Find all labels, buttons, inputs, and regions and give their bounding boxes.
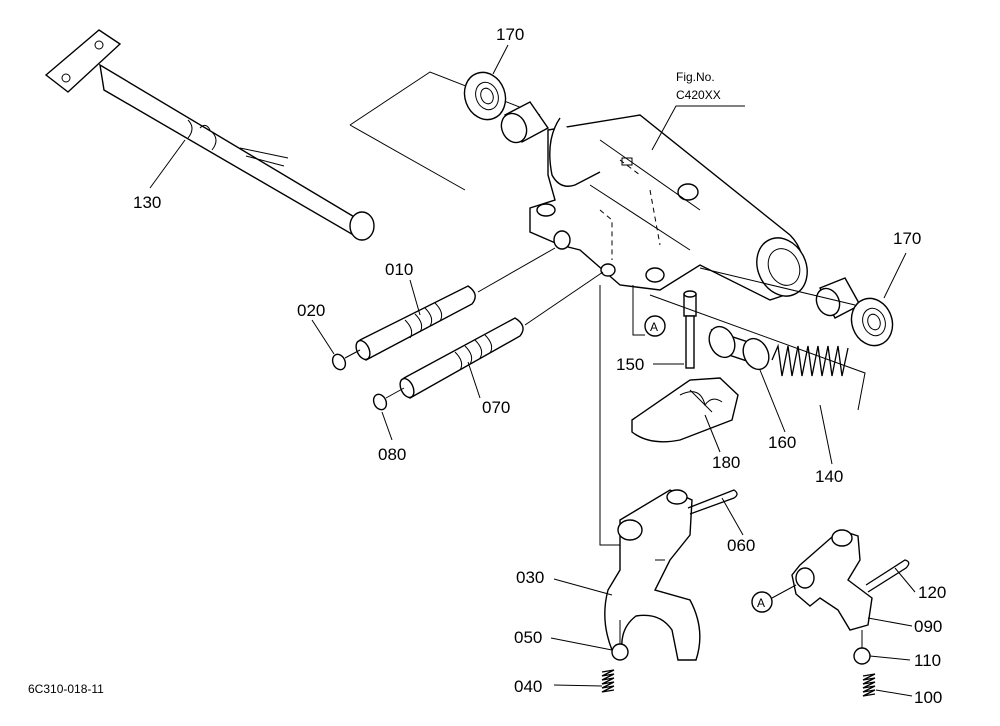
- reference-circle-a-upper: A: [644, 315, 666, 337]
- leader-110: [869, 655, 911, 661]
- axis-080: [385, 387, 405, 399]
- collar-160: [708, 325, 770, 371]
- leader-140: [819, 404, 833, 465]
- shifter-090: [791, 529, 873, 631]
- ball-050: [611, 643, 629, 661]
- callout-110: 110: [914, 651, 941, 670]
- rod-070: [399, 317, 524, 399]
- callout-170-upper: 170: [496, 25, 524, 44]
- callout-170-lower: 170: [893, 229, 921, 248]
- callout-020: 020: [297, 301, 325, 320]
- axis-020: [344, 349, 361, 359]
- axis-spring: [649, 294, 866, 411]
- leader-020: [311, 319, 335, 355]
- callout-060: 060: [727, 536, 755, 555]
- shaft-130-drawing: [44, 29, 375, 241]
- o-ring-020: [331, 353, 347, 371]
- assembly-outline-left: [349, 124, 466, 191]
- rod-010: [355, 285, 476, 361]
- callout-030: 030: [516, 568, 544, 587]
- leader-060: [721, 497, 744, 536]
- lock-plate-180: [631, 377, 739, 443]
- reference-circle-a-lower: A: [751, 591, 773, 613]
- callout-140: 140: [815, 467, 843, 486]
- bushing-upper: [500, 101, 550, 144]
- leader-050: [550, 637, 613, 651]
- leader-180: [704, 414, 721, 453]
- cotter-pin-060: [687, 489, 738, 515]
- spring-140: [771, 343, 849, 377]
- reference-line-fork: [599, 285, 620, 546]
- leader-120: [894, 567, 916, 593]
- drawing-number: 6C310-018-11: [28, 682, 104, 696]
- callout-160: 160: [768, 433, 796, 452]
- axis-line-right: [699, 267, 856, 306]
- rod-010-axis: [477, 247, 556, 293]
- leader-160: [759, 369, 786, 433]
- leader-130: [149, 139, 186, 189]
- shift-fork-030: [604, 489, 701, 661]
- callout-100: 100: [914, 688, 942, 707]
- callout-150: 150: [616, 355, 644, 374]
- leader-070: [467, 361, 481, 399]
- pin-150: [683, 290, 697, 369]
- callout-130: 130: [133, 193, 161, 212]
- callout-010: 010: [385, 260, 413, 279]
- fig-label: Fig.No.: [676, 70, 715, 84]
- reference-line-a-upper: [632, 285, 645, 336]
- ball-110: [853, 647, 871, 665]
- callout-080: 080: [378, 445, 406, 464]
- reference-leader-a-lower: [771, 584, 797, 599]
- leader-170-upper: [492, 44, 509, 75]
- spring-100: [862, 673, 876, 697]
- callout-120: 120: [918, 583, 946, 602]
- leader-100: [875, 689, 913, 697]
- rod-070-axis: [524, 271, 604, 326]
- seal-170-upper: [463, 71, 507, 121]
- callout-050: 050: [514, 628, 542, 647]
- svg-text:A: A: [650, 320, 658, 334]
- fig-code: C420XX: [676, 88, 721, 102]
- leader-080: [381, 411, 393, 441]
- cotter-pin-120: [865, 559, 910, 593]
- leader-fig-code: [651, 105, 745, 151]
- shift-housing: [529, 114, 808, 301]
- leader-170-lower: [883, 252, 907, 299]
- svg-text:A: A: [757, 596, 765, 610]
- leader-030: [553, 578, 613, 596]
- o-ring-080: [372, 393, 388, 411]
- seal-170-lower: [850, 297, 894, 347]
- leader-010: [409, 279, 421, 316]
- leader-090: [867, 617, 913, 627]
- callout-180: 180: [712, 453, 740, 472]
- leader-040: [553, 684, 603, 687]
- spring-040: [601, 669, 615, 693]
- callout-090: 090: [914, 617, 942, 636]
- callout-070: 070: [482, 398, 510, 417]
- callout-040: 040: [514, 677, 542, 696]
